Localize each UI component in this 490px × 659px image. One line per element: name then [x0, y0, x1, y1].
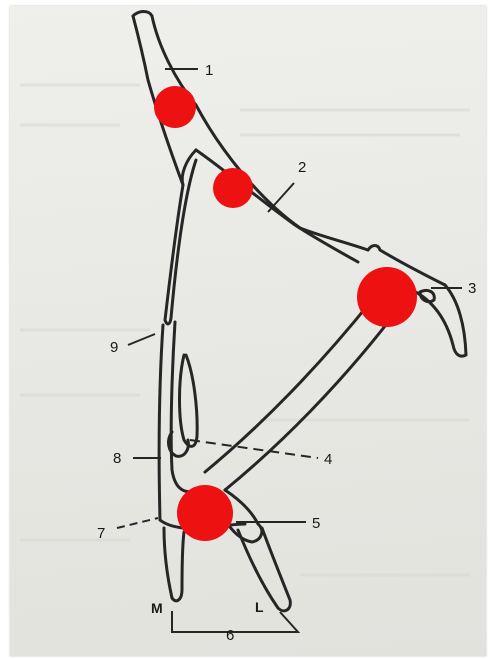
faint-text-lines	[20, 85, 470, 575]
lower-column-left	[159, 325, 163, 520]
label-6: 6	[226, 627, 234, 644]
top-spur-tip	[133, 12, 152, 17]
left-process-tip	[165, 318, 171, 324]
lower-column-inner-loop	[180, 355, 198, 446]
marker-upper-arm	[213, 168, 253, 208]
marker-upper-spur	[154, 86, 196, 128]
label-5: 5	[312, 515, 320, 532]
label-7: 7	[97, 525, 105, 542]
leader-2	[268, 183, 294, 212]
descending-arm-outer	[225, 312, 396, 490]
label-l: L	[255, 599, 264, 615]
label-1: 1	[205, 62, 213, 79]
leader-9	[128, 334, 155, 345]
labels: 1 2 3 4 5 6 7 8 9 M L	[97, 62, 476, 644]
label-m: M	[151, 600, 163, 616]
crest-nub	[420, 290, 434, 301]
leader-7	[117, 518, 158, 528]
leader-4	[190, 440, 318, 458]
label-2: 2	[298, 159, 306, 176]
tooth-m	[164, 528, 184, 601]
label-3: 3	[468, 280, 476, 297]
label-4: 4	[324, 451, 332, 468]
marker-base	[177, 485, 233, 541]
upper-arm-inner-edge	[196, 150, 358, 262]
marker-crest	[357, 267, 417, 327]
label-9: 9	[110, 339, 118, 356]
upper-arm-outer-edge	[300, 228, 368, 250]
label-8: 8	[113, 450, 121, 467]
bracket-6	[172, 611, 298, 632]
leader-lines	[117, 69, 462, 632]
